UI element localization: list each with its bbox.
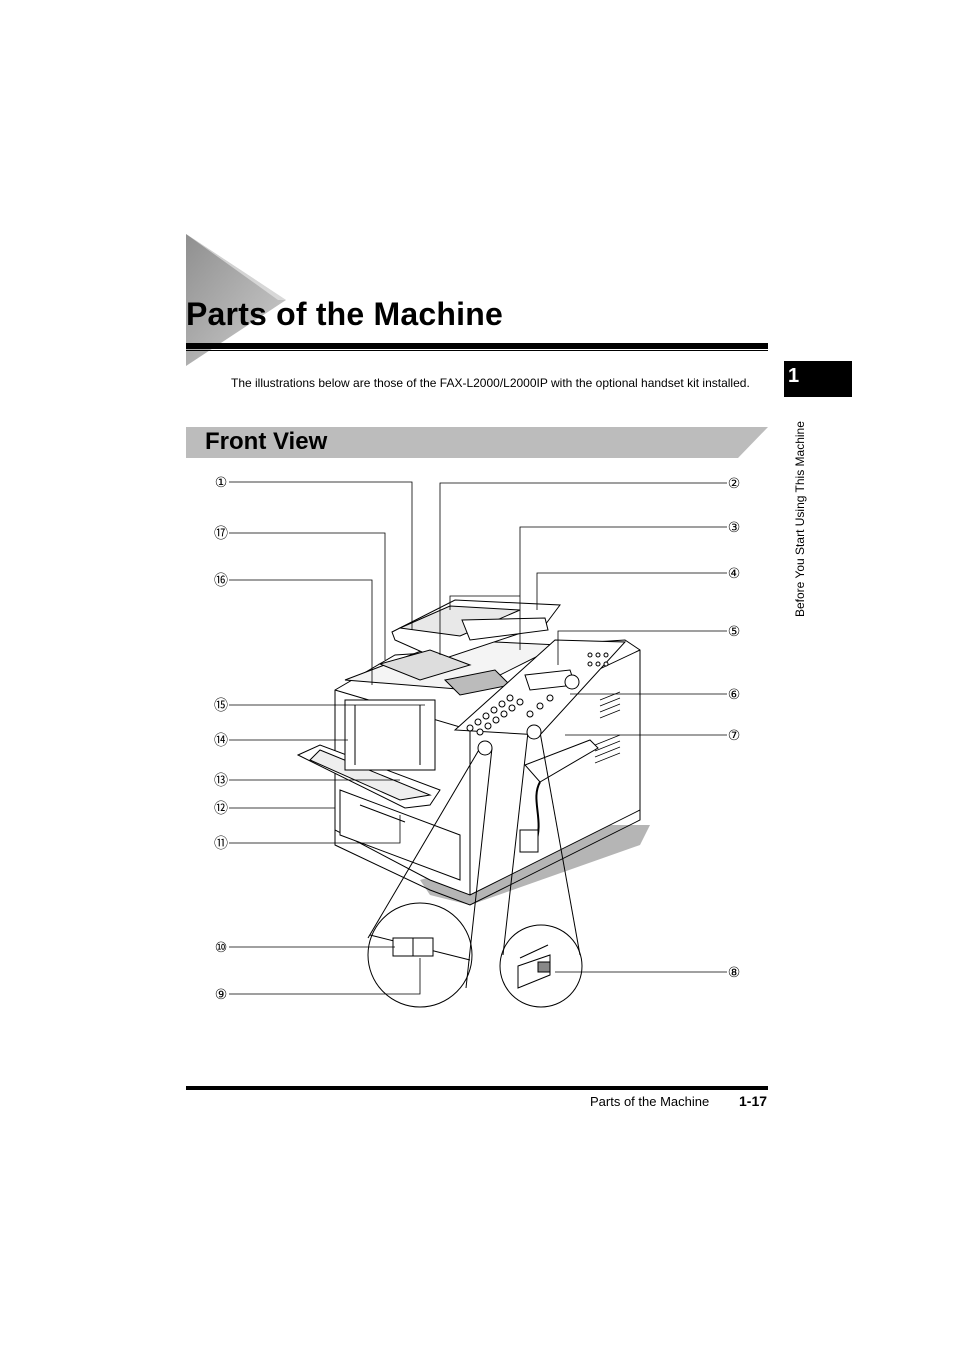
callout-12: ⑫ [214,800,228,816]
callout-2: ② [728,475,741,491]
callout-15: ⑮ [214,697,228,713]
callout-11: ⑪ [214,835,228,851]
intro-paragraph: The illustrations below are those of the… [231,376,750,390]
footer-rule [186,1086,768,1090]
callout-17: ⑰ [214,525,228,541]
callout-5: ⑤ [728,623,741,639]
chapter-tab [784,361,852,397]
title-rule-thin [186,350,768,351]
callout-4: ④ [728,565,741,581]
callout-8: ⑧ [728,964,741,980]
callout-13: ⑬ [214,772,228,788]
chapter-number: 1 [788,365,800,387]
title-rule [186,343,768,349]
callout-6: ⑥ [728,686,741,702]
callout-1: ① [215,474,228,490]
callout-7: ⑦ [728,727,741,743]
page-title: Parts of the Machine [186,296,503,332]
callout-3: ③ [728,519,741,535]
footer-page-number: 1-17 [739,1093,768,1109]
chapter-side-label: Before You Start Using This Machine [793,421,807,617]
callout-14: ⑭ [214,732,228,748]
callout-9: ⑨ [215,986,228,1002]
footer-title: Parts of the Machine [590,1094,710,1109]
section-title: Front View [205,428,328,455]
callout-10: ⑩ [215,939,228,955]
title-decoration-triangle [186,234,286,366]
callout-16: ⑯ [214,572,228,588]
front-view-diagram: ① ② ③ ④ ⑤ ⑥ ⑦ ⑧ ⑨ ⑩ ⑪ ⑫ ⑬ ⑭ ⑮ ⑯ ⑰ [214,474,741,1008]
section-header-bar [186,427,768,458]
